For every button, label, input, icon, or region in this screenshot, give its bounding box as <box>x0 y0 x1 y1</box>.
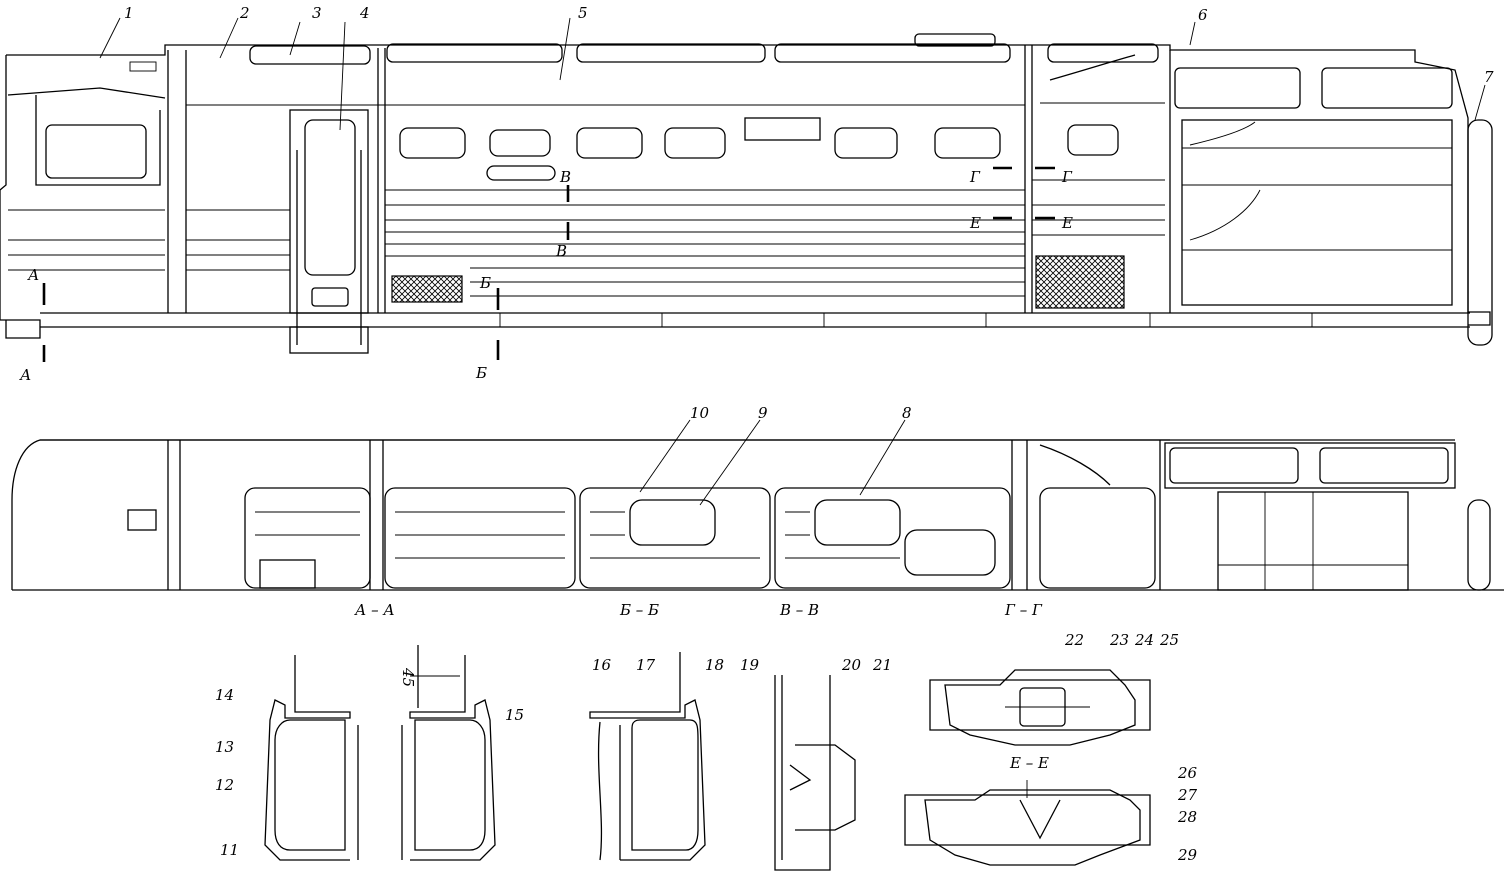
section-marks: А А Б Б В В Г Г Е Е <box>19 168 1073 384</box>
section-titles: А – А Б – Б В – В Г – Г Е – Е 45 <box>354 601 1049 772</box>
intake-grille-left <box>391 275 463 303</box>
callout-10: 10 <box>690 404 710 422</box>
callout-29: 29 <box>1177 846 1198 864</box>
side-view <box>0 33 1493 362</box>
callout-9: 9 <box>758 404 768 422</box>
callout-5: 5 <box>578 4 588 22</box>
mark-b-bottom: Б <box>475 364 487 382</box>
section-b-b <box>589 652 706 861</box>
callout-3: 3 <box>312 4 322 22</box>
callout-25: 25 <box>1159 631 1179 649</box>
callout-12: 12 <box>215 776 234 794</box>
radiator-block <box>1181 119 1453 306</box>
title-v-v: В – В <box>779 601 819 619</box>
mark-g-left: Г <box>969 168 981 186</box>
callout-27: 27 <box>1177 786 1198 804</box>
side-panel-lines <box>8 179 1165 297</box>
callout-16: 16 <box>592 656 612 674</box>
callout-24: 24 <box>1134 631 1154 649</box>
callout-15: 15 <box>505 706 524 724</box>
mark-b-top: Б <box>479 274 491 292</box>
callout-14: 14 <box>215 686 234 704</box>
mark-g-right: Г <box>1061 168 1073 186</box>
callout-6: 6 <box>1198 6 1208 24</box>
dimension-45: 45 <box>399 667 417 687</box>
callout-23: 23 <box>1109 631 1129 649</box>
section-g-g <box>929 669 1151 746</box>
roof-hatches <box>249 33 1453 109</box>
mark-e-left: Е <box>969 214 981 232</box>
callout-2: 2 <box>239 4 250 22</box>
title-b-b: Б – Б <box>619 601 659 619</box>
callout-4: 4 <box>359 4 370 22</box>
callout-26: 26 <box>1177 764 1198 782</box>
title-a-a: А – А <box>354 601 395 619</box>
exhaust-stack <box>1467 119 1493 346</box>
mark-a-bottom: А <box>19 366 31 384</box>
callout-18: 18 <box>705 656 724 674</box>
callout-19: 19 <box>740 656 760 674</box>
callout-labels: 1 2 3 4 5 6 7 8 9 10 11 12 13 14 15 16 1… <box>124 4 1494 864</box>
top-view <box>11 439 1504 591</box>
callout-8: 8 <box>902 404 912 422</box>
callout-11: 11 <box>220 841 239 859</box>
leader-lines <box>99 17 1486 506</box>
mark-e-right: Е <box>1061 214 1073 232</box>
callout-13: 13 <box>215 738 234 756</box>
side-door <box>289 109 369 354</box>
callout-21: 21 <box>872 656 892 674</box>
section-v-v <box>774 675 856 871</box>
callout-1: 1 <box>124 4 134 22</box>
section-e-e <box>904 780 1151 866</box>
title-g-g: Г – Г <box>1004 601 1043 619</box>
callout-7: 7 <box>1484 68 1494 86</box>
callout-20: 20 <box>841 656 862 674</box>
title-e-e: Е – Е <box>1009 754 1049 772</box>
mark-v-bottom: В <box>555 242 567 260</box>
intake-grille-right <box>1035 255 1125 309</box>
section-a-a <box>264 645 496 861</box>
mark-v-top: В <box>559 168 571 186</box>
callout-28: 28 <box>1177 808 1197 826</box>
callout-22: 22 <box>1064 631 1084 649</box>
callout-17: 17 <box>636 656 656 674</box>
mark-a-top: А <box>27 266 39 284</box>
side-windows <box>399 117 1119 181</box>
